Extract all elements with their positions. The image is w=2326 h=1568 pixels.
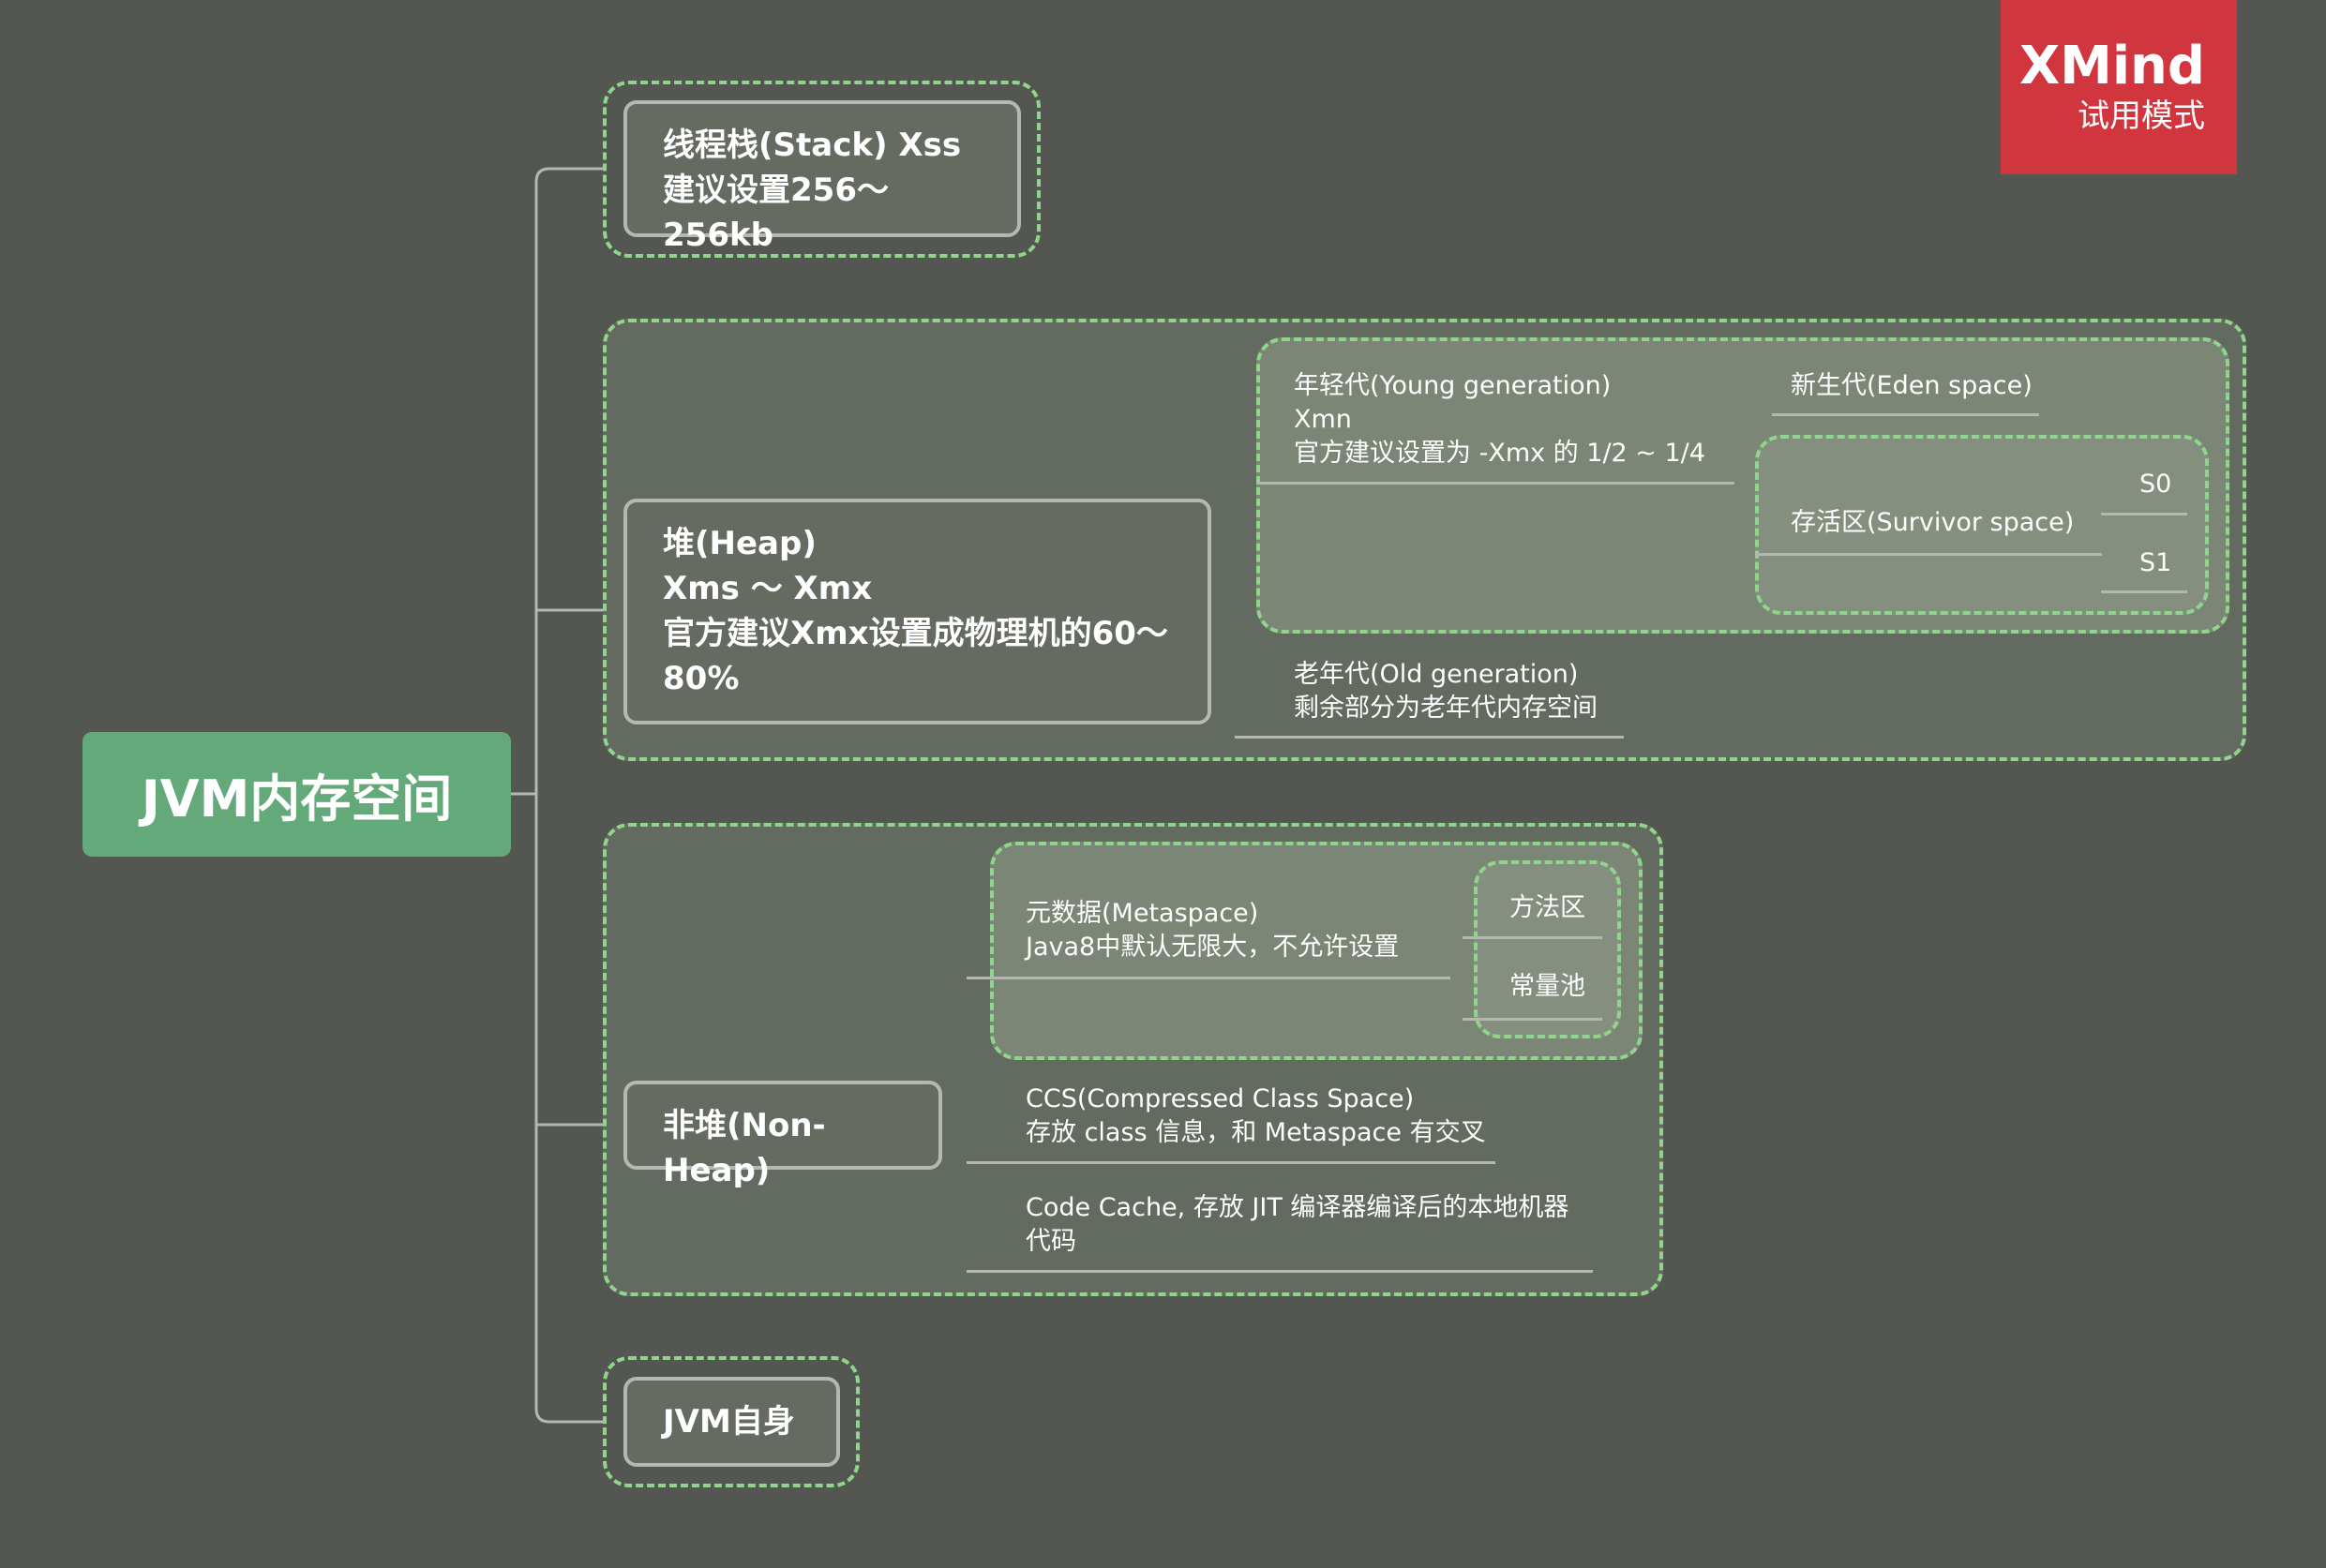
old-underline <box>1235 736 1624 739</box>
method-area-label[interactable]: 方法区 <box>1509 893 1585 922</box>
metaspace-label[interactable]: 元数据(Metaspace) Java8中默认无限大，不允许设置 <box>1026 899 1400 962</box>
stack-boundary <box>603 81 1041 258</box>
root-topic[interactable]: JVM内存空间 <box>83 732 511 857</box>
s0-label[interactable]: S0 <box>2139 470 2172 499</box>
xmind-logo-text: XMind <box>2018 36 2205 97</box>
eden-space-label[interactable]: 新生代(Eden space) <box>1791 371 2033 400</box>
ccs-underline <box>967 1161 1495 1164</box>
survivor-underline <box>1755 553 2102 556</box>
code-cache-label[interactable]: Code Cache, 存放 JIT 编译器编译后的本地机器 代码 <box>1026 1193 1569 1256</box>
s0-underline <box>2101 513 2187 515</box>
method-area-underline <box>1463 936 1602 939</box>
code-cache-underline <box>967 1270 1593 1273</box>
self-boundary <box>603 1356 860 1487</box>
metaspace-children-boundary <box>1474 860 1621 1038</box>
young-generation-label[interactable]: 年轻代(Young generation) Xmn 官方建议设置为 -Xmx 的… <box>1294 371 1705 468</box>
trial-mode-text: 试用模式 <box>2078 97 2205 135</box>
self-topic[interactable]: JVM自身 <box>623 1377 840 1467</box>
eden-underline <box>1772 413 2039 416</box>
constant-pool-underline <box>1463 1018 1602 1021</box>
ccs-label[interactable]: CCS(Compressed Class Space) 存放 class 信息，… <box>1026 1084 1486 1147</box>
xmind-trial-badge: XMind 试用模式 <box>2001 0 2237 174</box>
heap-topic[interactable]: 堆(Heap) Xms ～ Xmx 官方建议Xmx设置成物理机的60～ 80% <box>623 499 1211 724</box>
stack-topic[interactable]: 线程栈(Stack) Xss 建议设置256～256kb <box>623 100 1021 254</box>
nonheap-topic[interactable]: 非堆(Non-Heap) <box>623 1081 942 1189</box>
old-generation-label[interactable]: 老年代(Old generation) 剩余部分为老年代内存空间 <box>1294 660 1598 723</box>
s1-underline <box>2101 590 2187 593</box>
s1-label[interactable]: S1 <box>2139 548 2172 577</box>
young-underline <box>1256 482 1734 485</box>
constant-pool-label[interactable]: 常量池 <box>1509 972 1585 1001</box>
survivor-boundary <box>1755 435 2209 615</box>
survivor-space-label[interactable]: 存活区(Survivor space) <box>1791 508 2075 537</box>
metaspace-underline <box>967 977 1450 979</box>
